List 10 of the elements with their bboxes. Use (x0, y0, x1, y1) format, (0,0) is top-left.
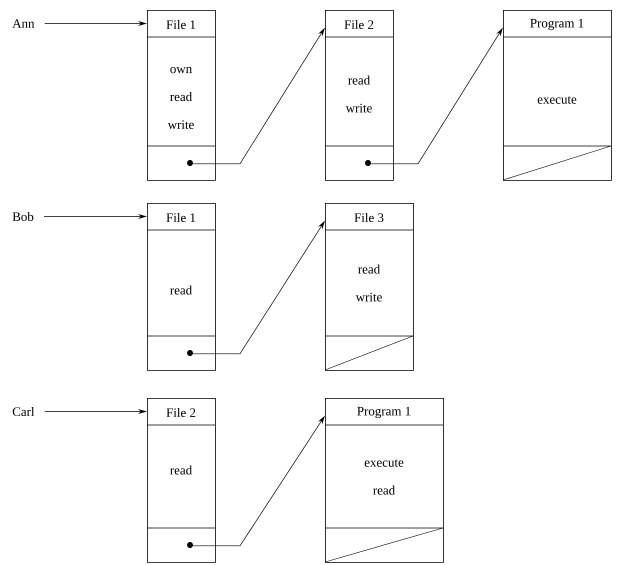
record-box: Program 1 execute (502, 10, 612, 181)
record-box: File 1 own read write (146, 10, 216, 181)
user-name: Ann (12, 19, 34, 28)
record-box: File 1 read (146, 203, 216, 371)
record-box: File 2 read (146, 398, 216, 563)
record-box: File 3 read write (324, 203, 414, 371)
record-box: File 2 read write (324, 10, 394, 181)
user-name: Bob (12, 212, 34, 222)
record-box: Program 1 execute read (324, 398, 444, 563)
user-name: Carl (12, 406, 34, 416)
